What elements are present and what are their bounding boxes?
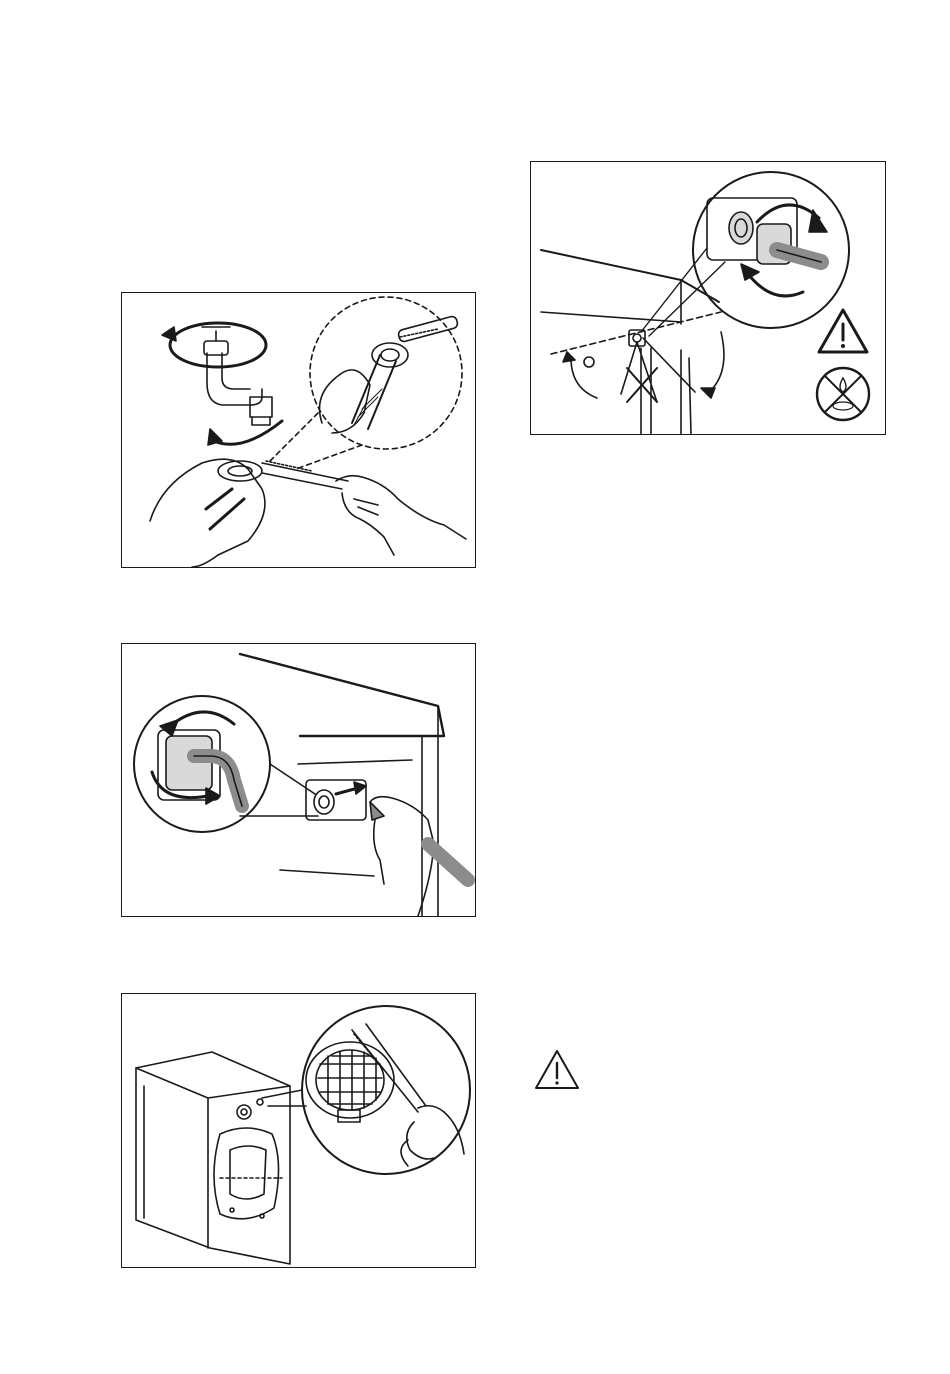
- washing-machine-icon: [136, 1052, 290, 1264]
- appliance-back-icon: [240, 654, 444, 916]
- hand-icon: [320, 370, 371, 433]
- filter-mesh-icon: [306, 1042, 394, 1122]
- tap-icon: [202, 323, 272, 425]
- warning-triangle-icon: [533, 1048, 581, 1092]
- figure-filter-cleaning: [121, 993, 476, 1268]
- filter-cleaning-illustration: [122, 994, 475, 1267]
- arrow-icon: [336, 782, 366, 794]
- magnifier-circle-icon: [270, 297, 462, 469]
- figure-tap-cleaning: [121, 292, 476, 568]
- no-water-icon: [817, 368, 869, 420]
- brush-icon: [397, 315, 458, 342]
- figure-valve-angle: [530, 161, 886, 435]
- warning-triangle-icon: [819, 310, 867, 352]
- figure-hose-disconnect: [121, 643, 476, 917]
- hand-icon: [401, 1106, 464, 1166]
- tap-cleaning-illustration: [122, 293, 475, 567]
- hand-icon: [336, 476, 466, 555]
- hose-disconnect-illustration: [122, 644, 475, 916]
- valve-inlet-icon: [729, 212, 821, 264]
- valve-angle-illustration: [531, 162, 885, 434]
- brush-icon: [262, 461, 348, 489]
